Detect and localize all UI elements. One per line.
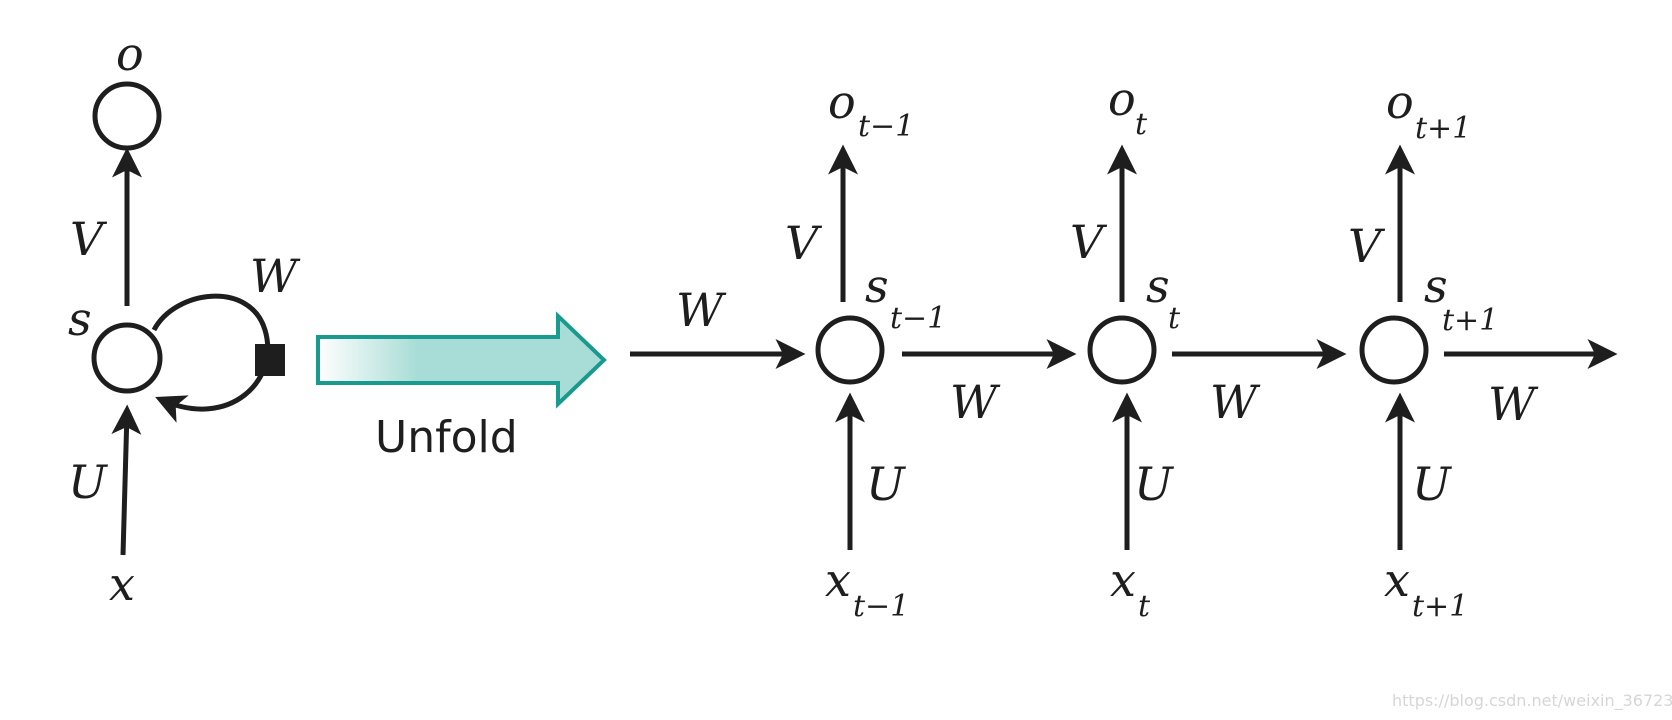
hidden-node xyxy=(1087,315,1157,385)
hidden-subscript: t+1 xyxy=(1442,303,1498,338)
folded-w-label: W xyxy=(250,249,301,303)
u-label: U xyxy=(1412,457,1453,511)
unfolded-network: W o t−1 V s t−1 W U x t−1 o t V s xyxy=(630,72,1618,624)
incoming-w-label: W xyxy=(676,283,727,337)
folded-recurrent-loop xyxy=(151,293,271,423)
w-out-label: W xyxy=(1488,377,1539,431)
step-t-minus-1: o t−1 V s t−1 W U x t−1 xyxy=(785,75,1077,624)
output-label: o xyxy=(1108,72,1136,126)
hidden-node xyxy=(815,315,885,385)
output-subscript: t−1 xyxy=(858,109,914,144)
input-subscript: t−1 xyxy=(853,589,909,624)
step-t-plus-1: o t+1 V s t+1 W U x t+1 xyxy=(1348,75,1618,624)
u-label: U xyxy=(866,457,907,511)
folded-input-label: x xyxy=(109,557,135,611)
output-subscript: t+1 xyxy=(1415,111,1471,146)
hidden-node xyxy=(1359,315,1429,385)
v-label: V xyxy=(1348,219,1386,273)
hidden-label: s xyxy=(1424,259,1448,313)
step-t: o t V s t W U x t xyxy=(1070,72,1347,624)
folded-network: o V s W U x xyxy=(68,27,301,611)
hidden-subscript: t xyxy=(1168,301,1181,336)
w-out-label: W xyxy=(950,375,1001,429)
input-subscript: t+1 xyxy=(1412,589,1468,624)
output-label: o xyxy=(1386,75,1414,129)
folded-hidden-node xyxy=(91,322,163,394)
output-label: o xyxy=(828,75,856,129)
w-out-label: W xyxy=(1210,375,1261,429)
input-label: x xyxy=(1110,553,1136,607)
folded-u-label: U xyxy=(68,455,109,509)
v-label: V xyxy=(785,216,823,270)
folded-hidden-label: s xyxy=(68,292,92,346)
input-label: x xyxy=(1384,553,1410,607)
delay-square xyxy=(255,344,285,376)
hidden-label: s xyxy=(1146,259,1170,313)
hidden-label: s xyxy=(865,259,889,313)
unfold-arrow-shape xyxy=(316,311,607,409)
input-label: x xyxy=(825,553,851,607)
watermark: https://blog.csdn.net/weixin_36723038 xyxy=(1392,691,1672,711)
input-subscript: t xyxy=(1138,589,1151,624)
unfold-label: Unfold xyxy=(375,412,518,463)
unfold-arrow: Unfold xyxy=(316,311,607,463)
hidden-subscript: t−1 xyxy=(890,301,946,336)
v-label: V xyxy=(1070,215,1108,269)
folded-v-label: V xyxy=(70,212,108,266)
folded-input-edge xyxy=(111,404,142,556)
folded-output-node xyxy=(92,81,162,151)
u-label: U xyxy=(1134,457,1175,511)
output-subscript: t xyxy=(1135,107,1148,142)
folded-output-label: o xyxy=(116,27,144,81)
